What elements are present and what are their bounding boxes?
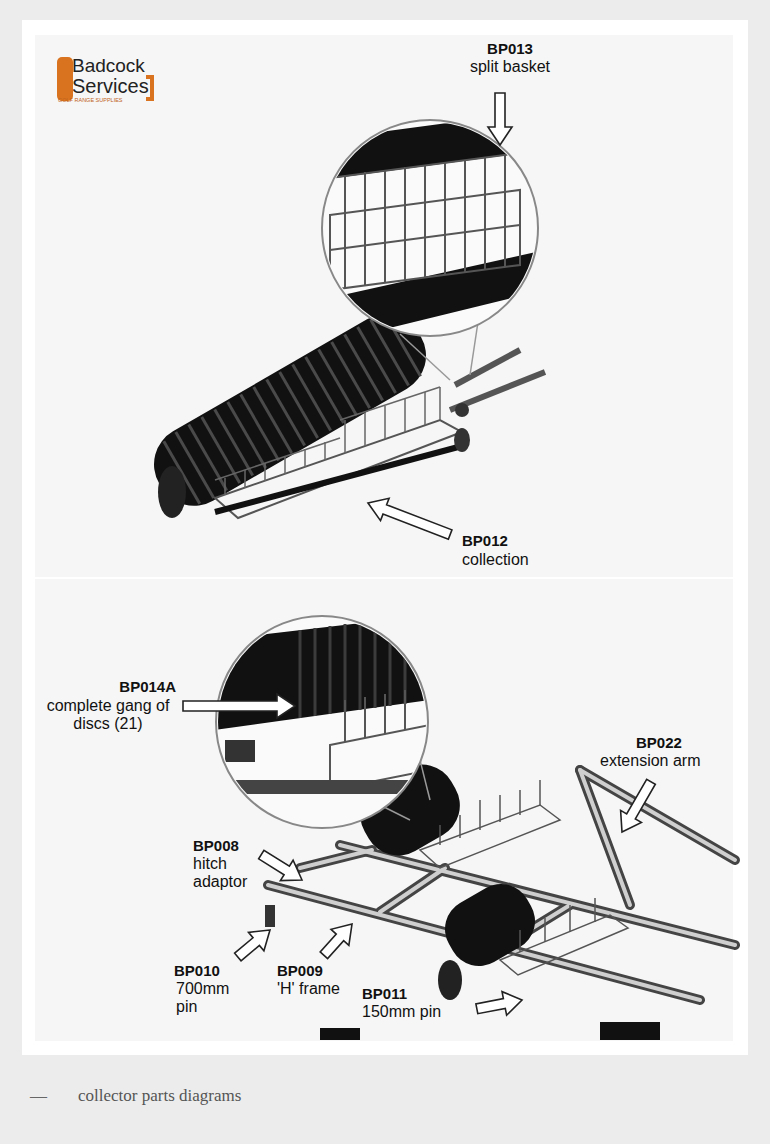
- caption-dash: —: [30, 1086, 47, 1106]
- part-name: 700mm pin: [176, 980, 234, 1017]
- part-name: collection: [462, 551, 529, 569]
- part-name: hitch adaptor: [193, 855, 265, 892]
- part-number: BP008: [193, 837, 239, 854]
- part-name: extension arm: [600, 752, 701, 770]
- caption: collector parts diagrams: [78, 1086, 241, 1106]
- part-number: BP022: [636, 734, 682, 751]
- part-name: complete gang of discs (21): [38, 697, 178, 734]
- part-number: BP012: [462, 532, 508, 549]
- part-number: BP009: [277, 962, 323, 979]
- part-name: split basket: [450, 58, 570, 76]
- part-number: BP014A: [100, 678, 176, 695]
- part-name: 'H' frame: [277, 980, 340, 998]
- part-number: BP013: [460, 40, 560, 57]
- part-name: 150mm pin: [362, 1003, 441, 1021]
- part-number: BP010: [174, 962, 220, 979]
- logo-text: Badcock: [72, 56, 145, 75]
- logo-tagline: GOLF RANGE SUPPLIES: [58, 98, 123, 104]
- logo-text: Services: [72, 76, 149, 96]
- part-number: BP011: [362, 985, 407, 1002]
